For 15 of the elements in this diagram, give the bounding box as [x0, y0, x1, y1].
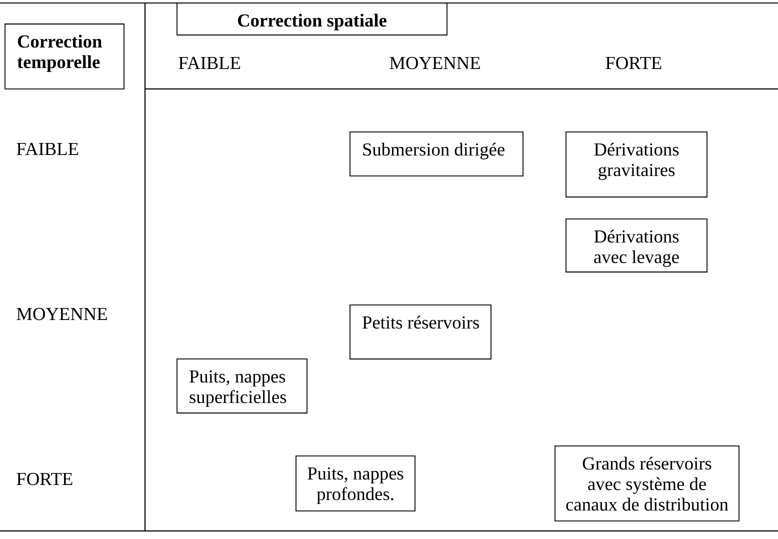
text-box: Puits, nappes profondes. — [296, 456, 416, 512]
column-label: MOYENNE — [390, 56, 480, 70]
column-label: FAIBLE — [178, 56, 240, 70]
text-box: Dérivations avec levage — [566, 218, 708, 272]
text-box: Dérivations gravitaires — [566, 132, 708, 198]
text-box: Submersion dirigée — [350, 132, 524, 176]
text-box: Grands réservoirs avec système de canaux de distribution — [554, 446, 740, 522]
heading-box: Correction temporelle — [4, 24, 124, 90]
row-label: FAIBLE — [16, 142, 78, 156]
row-label: MOYENNE — [16, 308, 107, 320]
text-box: Puits, nappes superficielles — [176, 358, 308, 414]
heading-box: Correction spatiale — [176, 2, 448, 36]
text-box: Petits réservoirs — [350, 304, 492, 360]
column-label: FORTE — [606, 56, 662, 70]
row-label: FORTE — [16, 472, 72, 486]
